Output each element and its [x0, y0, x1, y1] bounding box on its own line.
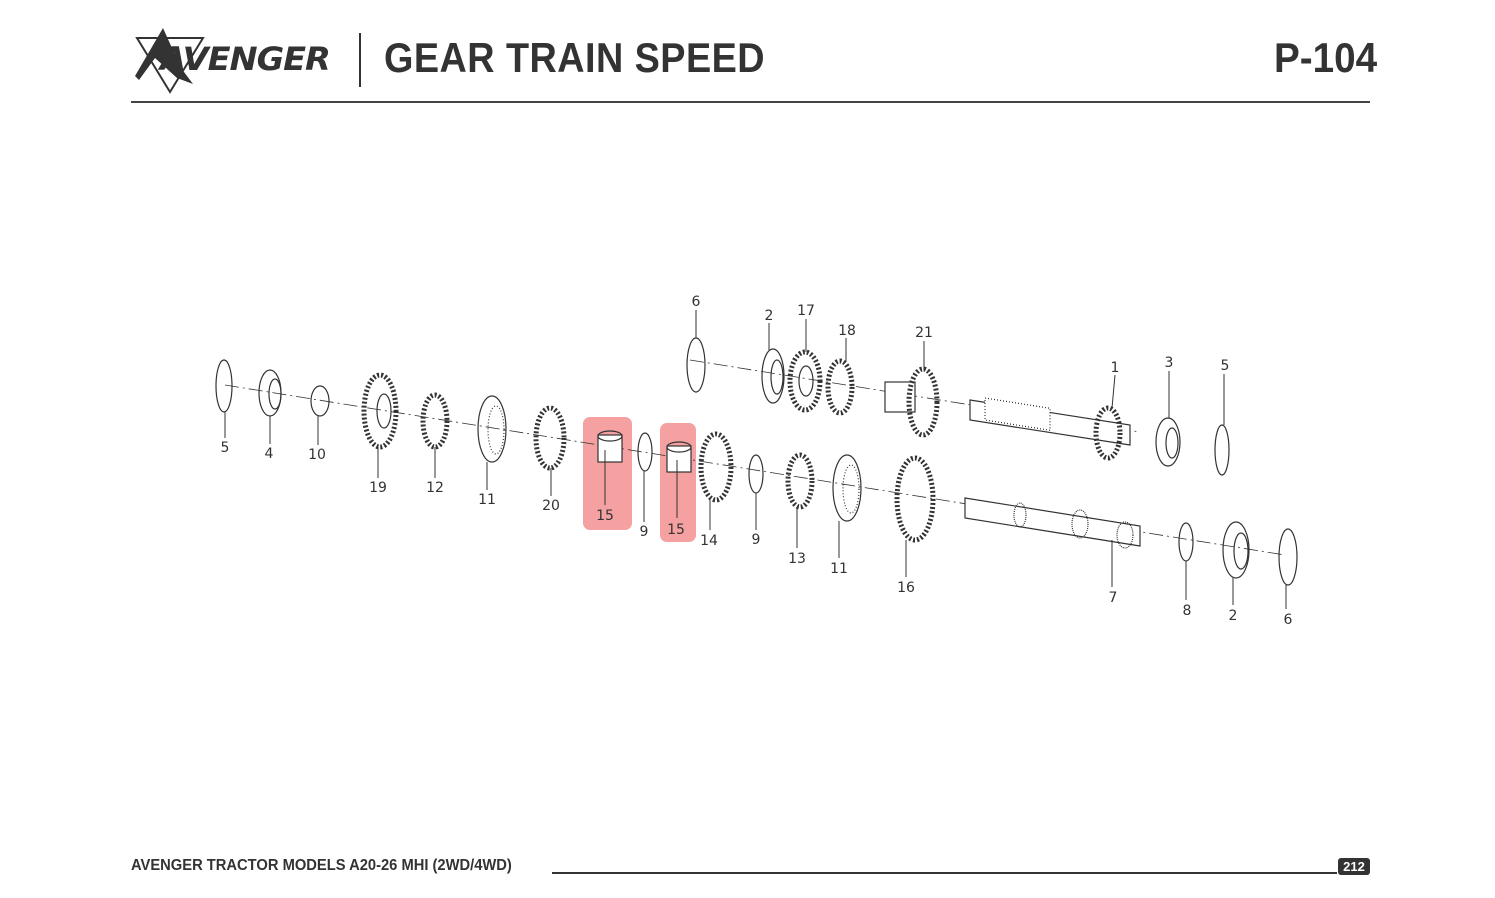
part-6-snap-ring-lower [1278, 528, 1298, 586]
callout-5[interactable]: 5 [1221, 358, 1230, 374]
part-19-gear [361, 372, 399, 450]
page-number-badge: 212 [1338, 858, 1370, 875]
callout-4[interactable]: 4 [265, 446, 274, 462]
callout-11[interactable]: 11 [830, 561, 848, 577]
part-20-gear [533, 405, 567, 471]
highlight-part-15-b[interactable] [660, 423, 696, 542]
part-9-washer-b [748, 454, 764, 494]
callout-2[interactable]: 2 [765, 308, 774, 324]
logo-triangle-icon [135, 28, 205, 94]
callout-17[interactable]: 17 [797, 303, 815, 319]
part-5-snap-ring-left [215, 359, 233, 413]
part-2-bearing-lower [1222, 521, 1250, 579]
part-2-bearing-upper [761, 348, 785, 404]
callout-15[interactable]: 15 [596, 508, 614, 524]
part-17-gear [787, 349, 823, 413]
footer-model-text: AVENGER TRACTOR MODELS A20-26 MHI (2WD/4… [131, 857, 512, 874]
part-10-bushing [310, 385, 330, 417]
footer-rule [552, 872, 1337, 874]
callout-9[interactable]: 9 [752, 532, 761, 548]
part-7-output-shaft [964, 497, 1141, 549]
callout-8[interactable]: 8 [1183, 603, 1192, 619]
part-14-gear [698, 431, 734, 503]
callout-6[interactable]: 6 [1284, 612, 1293, 628]
avenger-logo [133, 28, 348, 94]
page-title: GEAR TRAIN SPEED [384, 34, 766, 81]
page-code: P-104 [1273, 34, 1377, 81]
part-13-gear [785, 452, 815, 510]
part-18-gear [825, 358, 855, 416]
callout-18[interactable]: 18 [838, 323, 856, 339]
callout-7[interactable]: 7 [1109, 590, 1118, 606]
callout-2[interactable]: 2 [1229, 608, 1238, 624]
part-21-gear [884, 366, 940, 438]
callout-6[interactable]: 6 [692, 294, 701, 310]
part-15-needle-bearing-a [597, 430, 623, 463]
callout-16[interactable]: 16 [897, 580, 915, 596]
callout-13[interactable]: 13 [788, 551, 806, 567]
callout-9[interactable]: 9 [640, 524, 649, 540]
part-1-input-shaft [969, 397, 1131, 461]
part-11-synchro-right [832, 454, 862, 522]
callout-14[interactable]: 14 [700, 533, 718, 549]
callout-21[interactable]: 21 [915, 325, 933, 341]
callout-3[interactable]: 3 [1165, 355, 1174, 371]
callout-15[interactable]: 15 [667, 522, 685, 538]
callout-11[interactable]: 11 [478, 492, 496, 508]
callout-1[interactable]: 1 [1111, 360, 1120, 376]
part-6-snap-ring-upper [686, 337, 706, 393]
part-3-bearing [1155, 417, 1181, 467]
callout-12[interactable]: 12 [426, 480, 444, 496]
callout-20[interactable]: 20 [542, 498, 560, 514]
callout-19[interactable]: 19 [369, 480, 387, 496]
part-15-needle-bearing-b [666, 441, 692, 473]
part-4-bearing [258, 369, 282, 417]
part-5-snap-ring-right [1214, 424, 1230, 476]
logo-text: AVENGER [160, 40, 331, 78]
callout-10[interactable]: 10 [308, 447, 326, 463]
header-rule [131, 101, 1370, 103]
part-8-washer [1178, 522, 1194, 562]
part-16-gear [894, 455, 936, 543]
part-12-gear [420, 392, 450, 450]
header-divider [359, 33, 361, 87]
part-11-synchro-left [477, 395, 507, 463]
part-9-washer-a [637, 432, 653, 472]
callout-5[interactable]: 5 [221, 440, 230, 456]
